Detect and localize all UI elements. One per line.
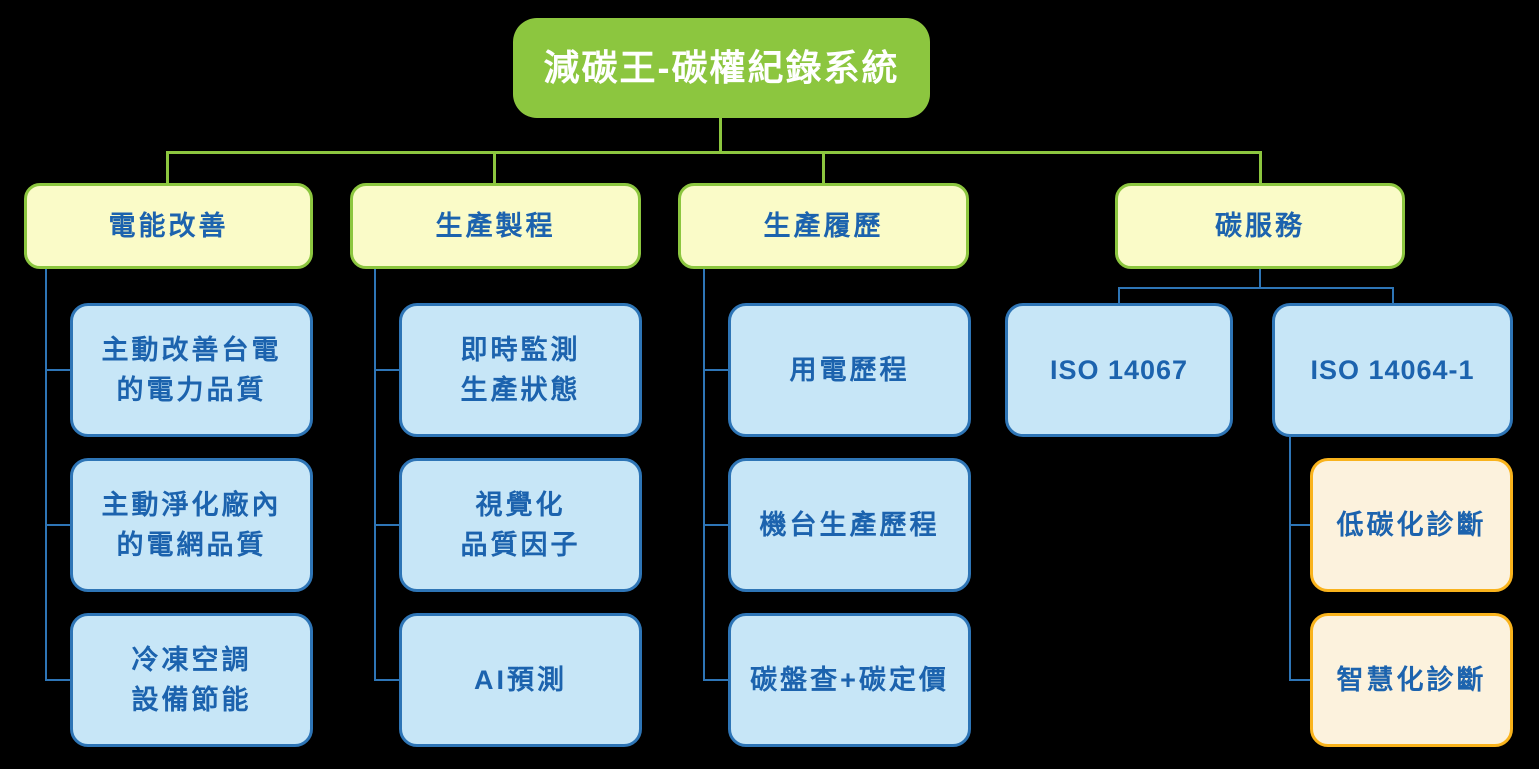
connector-col2-stub3 bbox=[374, 679, 402, 681]
leaf-node-ai-prediction: AI預測 bbox=[399, 613, 642, 747]
leaf-node-power-usage-history: 用電歷程 bbox=[728, 303, 971, 437]
leaf-node-smart-diagnosis: 智慧化診斷 bbox=[1310, 613, 1513, 747]
leaf-node-hvac-saving: 冷凍空調 設備節能 bbox=[70, 613, 313, 747]
leaf-node-iso-14067: ISO 14067 bbox=[1005, 303, 1233, 437]
leaf-node-low-carbon-diagnosis: 低碳化診斷 bbox=[1310, 458, 1513, 592]
connector-col1-stub3 bbox=[45, 679, 73, 681]
connector-col3-stub2 bbox=[703, 524, 731, 526]
connector-col1-stub1 bbox=[45, 369, 73, 371]
branch-node-carbon-service: 碳服務 bbox=[1115, 183, 1405, 269]
leaf-node-iso-14064-1: ISO 14064-1 bbox=[1272, 303, 1513, 437]
connector-drop-col2 bbox=[493, 151, 496, 183]
connector-col3-stub1 bbox=[703, 369, 731, 371]
connector-col4-stub bbox=[1259, 269, 1261, 289]
connector-drop-col1 bbox=[166, 151, 169, 183]
branch-node-production-process: 生產製程 bbox=[350, 183, 641, 269]
connector-drop-col4 bbox=[1259, 151, 1262, 183]
connector-col4-drop-left bbox=[1118, 287, 1120, 305]
connector-col2-vertical bbox=[374, 269, 376, 681]
root-node-title: 減碳王-碳權紀錄系統 bbox=[513, 18, 930, 118]
connector-col2-stub1 bbox=[374, 369, 402, 371]
connector-col4-sub-stub1 bbox=[1289, 524, 1312, 526]
connector-root-stub bbox=[719, 118, 722, 153]
leaf-node-grid-purify: 主動淨化廠內 的電網品質 bbox=[70, 458, 313, 592]
connector-col2-stub2 bbox=[374, 524, 402, 526]
connector-branch-rail bbox=[166, 151, 1262, 154]
connector-col4-rail bbox=[1118, 287, 1394, 289]
connector-col3-stub3 bbox=[703, 679, 731, 681]
connector-col4-sub-stub2 bbox=[1289, 679, 1312, 681]
connector-col4-drop-right bbox=[1392, 287, 1394, 305]
leaf-node-visual-quality-factor: 視覺化 品質因子 bbox=[399, 458, 642, 592]
leaf-node-machine-history: 機台生產歷程 bbox=[728, 458, 971, 592]
branch-node-production-history: 生產履歷 bbox=[678, 183, 969, 269]
connector-col1-vertical bbox=[45, 269, 47, 681]
connector-drop-col3 bbox=[822, 151, 825, 183]
connector-col4-sub-vertical bbox=[1289, 437, 1291, 681]
leaf-node-carbon-inventory-pricing: 碳盤查+碳定價 bbox=[728, 613, 971, 747]
leaf-node-realtime-monitor: 即時監測 生產狀態 bbox=[399, 303, 642, 437]
connector-col1-stub2 bbox=[45, 524, 73, 526]
connector-col3-vertical bbox=[703, 269, 705, 681]
branch-node-power-improvement: 電能改善 bbox=[24, 183, 313, 269]
leaf-node-taipower-quality: 主動改善台電 的電力品質 bbox=[70, 303, 313, 437]
